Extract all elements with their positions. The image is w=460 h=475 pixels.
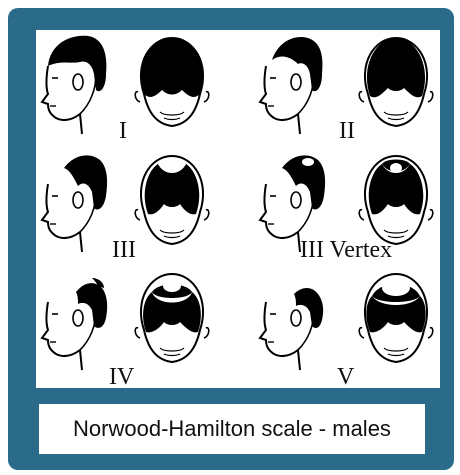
stage-5-side-view — [259, 288, 324, 371]
stage-3-side-view — [41, 155, 108, 253]
stage-label-5: V — [337, 364, 355, 390]
stage-4-top-view — [134, 273, 210, 363]
stage-5-top-view — [358, 273, 434, 363]
stage-label-2: II — [339, 118, 355, 144]
stage-2-side-view — [259, 36, 323, 135]
stage-label-4: IV — [109, 364, 135, 390]
stage-2-top-view — [358, 37, 434, 127]
stage-4-side-view — [41, 278, 108, 371]
stage-3v-side-view — [259, 155, 326, 253]
stage-1-top-view — [134, 37, 210, 127]
caption-text: Norwood-Hamilton scale - males — [73, 416, 391, 441]
stage-3v-top-view — [358, 155, 434, 245]
caption-box: Norwood-Hamilton scale - males — [39, 404, 425, 454]
stage-label-3: III — [112, 237, 136, 263]
stage-label-3-vertex: III Vertex — [300, 237, 393, 263]
stage-3-top-view — [134, 155, 210, 245]
stage-1-side-view — [41, 35, 107, 135]
stage-label-1: I — [119, 118, 127, 144]
